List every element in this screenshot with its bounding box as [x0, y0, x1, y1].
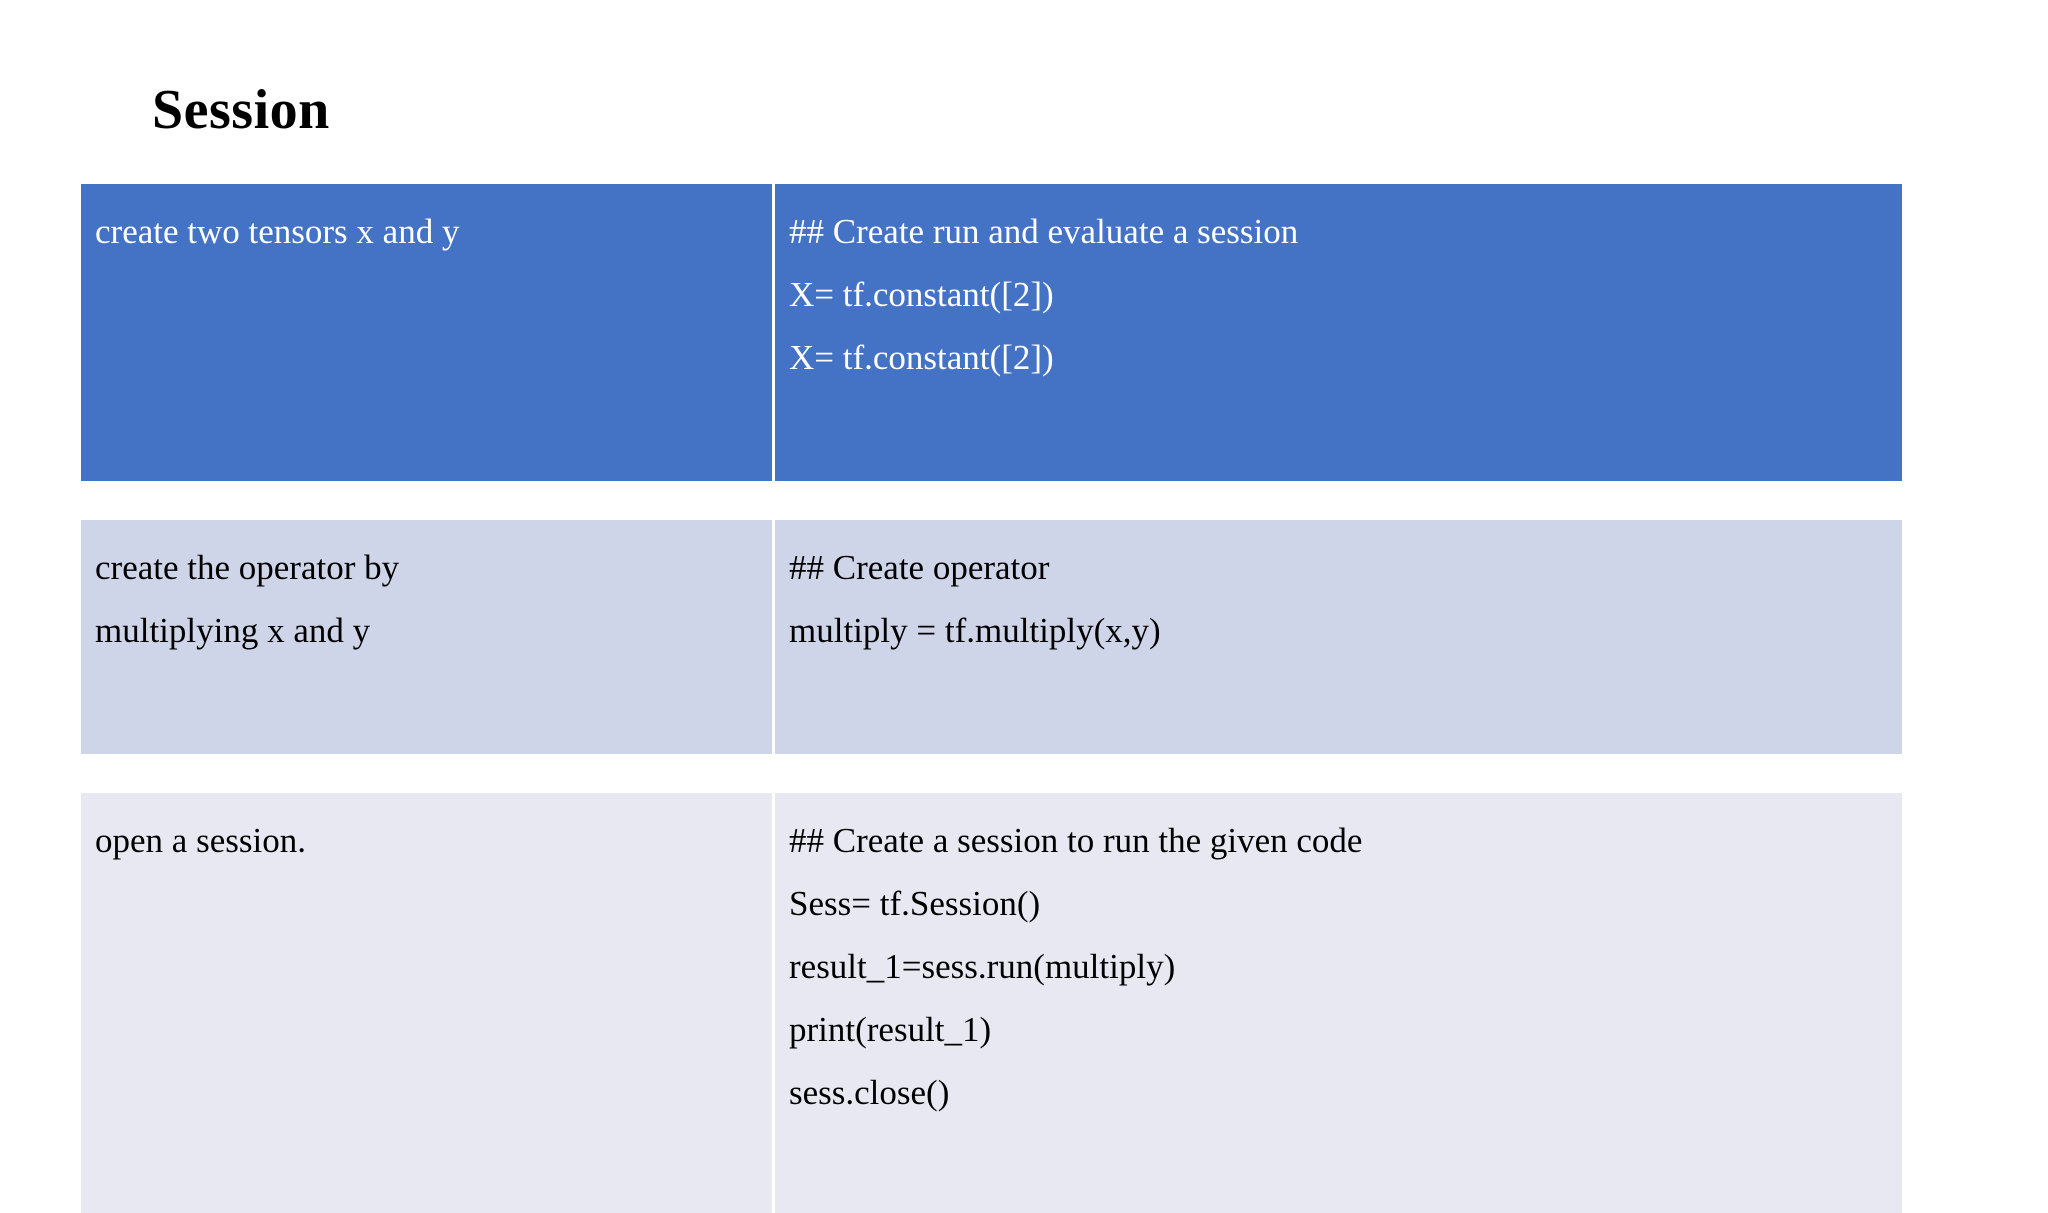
row-code-cell: ## Create run and evaluate a session X= …	[772, 184, 1902, 481]
code-line: ## Create run and evaluate a session	[789, 212, 1299, 251]
content-table: create two tensors x and y ## Create run…	[81, 184, 1902, 1213]
code-line: ## Create a session to run the given cod…	[789, 821, 1363, 860]
row-code-cell: ## Create a session to run the given cod…	[772, 793, 1902, 1213]
code-line: ## Create operator	[789, 548, 1050, 587]
table-row[interactable]: create two tensors x and y ## Create run…	[81, 184, 1902, 481]
code-line: X= tf.constant([2])	[789, 275, 1054, 314]
row-description-cell: open a session.	[81, 793, 774, 1213]
row-gap	[81, 754, 1902, 793]
table-row[interactable]: create the operator by multiplying x and…	[81, 520, 1902, 754]
row-gap-cell	[773, 754, 1902, 793]
code-line: print(result_1)	[789, 1010, 992, 1049]
page-title: Session	[152, 79, 330, 141]
row-description-cell: create two tensors x and y	[81, 184, 774, 481]
code-line: X= tf.constant([2])	[789, 338, 1054, 377]
row-gap-cell	[773, 481, 1902, 520]
row-gap-cell	[81, 481, 774, 520]
slide-canvas: Session create two tensors x and y ## Cr…	[81, 79, 1902, 1213]
row-description-text: multiplying x and y	[95, 611, 371, 650]
code-line: Sess= tf.Session()	[789, 884, 1041, 923]
code-line: multiply = tf.multiply(x,y)	[789, 611, 1161, 650]
row-gap	[81, 481, 1902, 520]
row-gap-cell	[81, 754, 774, 793]
row-description-text: open a session.	[95, 821, 306, 860]
code-line: result_1=sess.run(multiply)	[789, 947, 1176, 986]
table-row[interactable]: open a session. ## Create a session to r…	[81, 793, 1902, 1213]
row-description-text: create two tensors x and y	[95, 212, 460, 251]
row-description-text: create the operator by	[95, 548, 400, 587]
row-description-cell: create the operator by multiplying x and…	[81, 520, 774, 754]
code-line: sess.close()	[789, 1073, 950, 1112]
row-code-cell: ## Create operator multiply = tf.multipl…	[772, 520, 1902, 754]
